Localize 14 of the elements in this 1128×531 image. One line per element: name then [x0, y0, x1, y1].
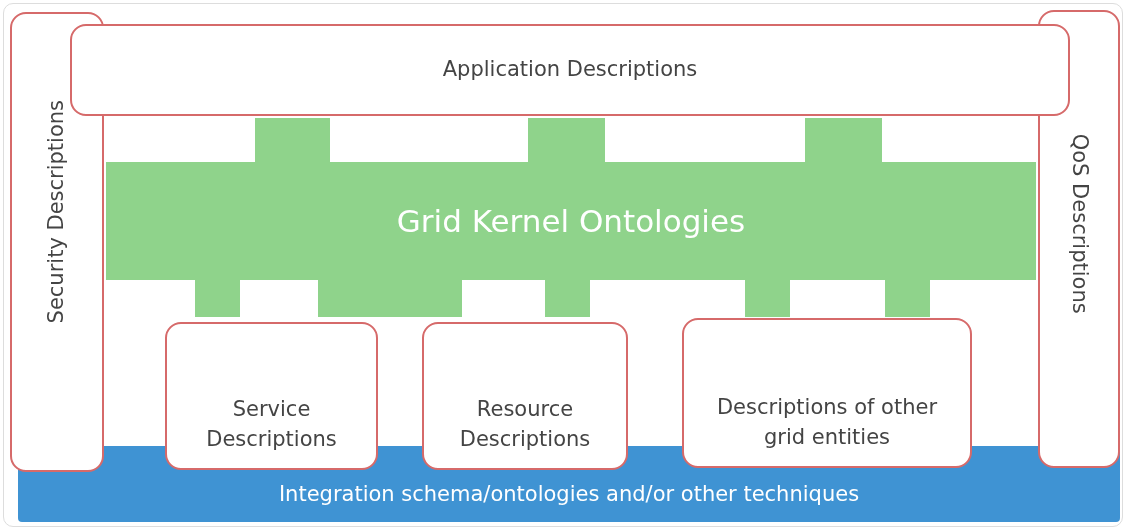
label-text: Service Descriptions	[205, 396, 338, 453]
entities-box	[682, 318, 972, 468]
label-text: Resource Descriptions	[458, 396, 592, 453]
resource-box	[422, 322, 628, 470]
label-text: Application Descriptions	[441, 56, 699, 84]
qos-box	[1038, 10, 1120, 468]
service-box	[165, 322, 378, 470]
label-text: Security Descriptions	[43, 100, 70, 324]
label-text: Integration schema/ontologies and/or other techniques	[278, 481, 860, 509]
label-text: Grid Kernel Ontologies	[395, 202, 747, 241]
label-text: Descriptions of other grid entities	[715, 394, 939, 451]
application-box	[70, 24, 1070, 116]
security-box	[10, 12, 104, 472]
label-text: QoS Descriptions	[1066, 134, 1093, 314]
